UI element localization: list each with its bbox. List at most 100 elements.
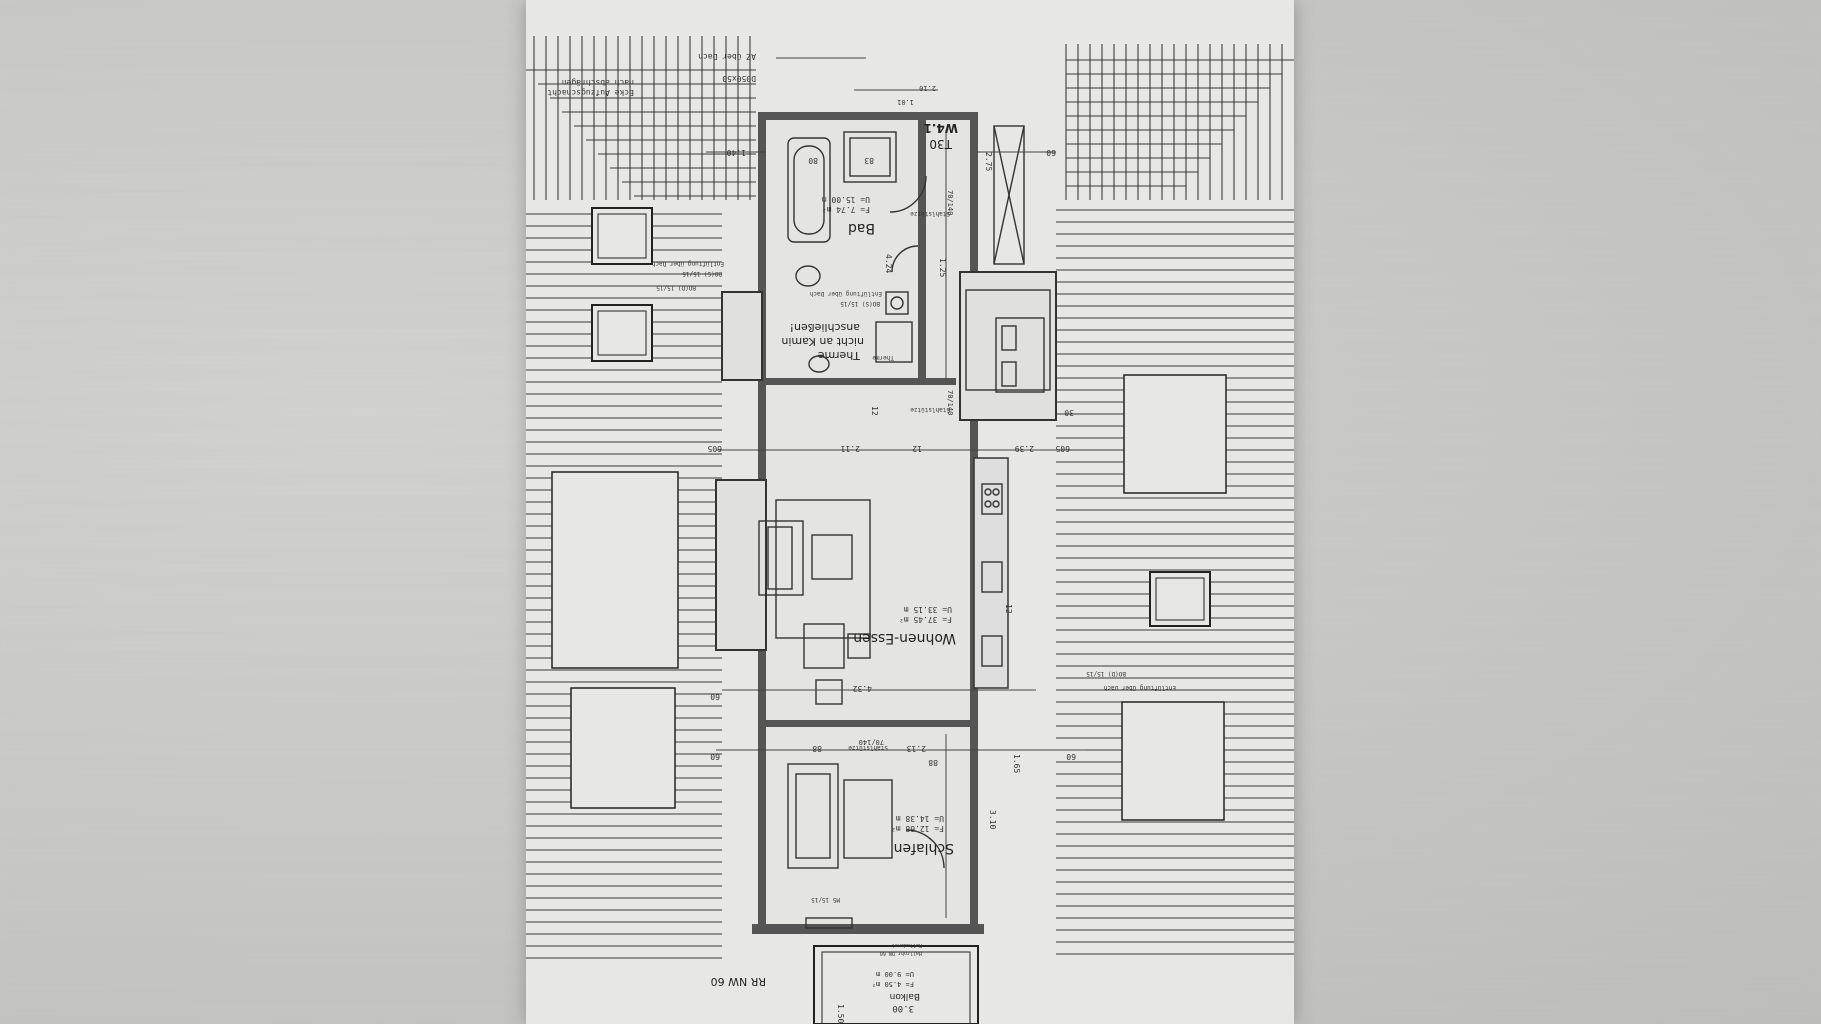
dim-29: M5 15/15 xyxy=(811,896,840,903)
wardrobe-inner xyxy=(795,773,831,859)
roof-windows xyxy=(551,207,1227,821)
note-aufzug-1: Ecke Aufzugschacht xyxy=(547,88,634,97)
wash-basin xyxy=(808,355,830,373)
dim-13: 605 xyxy=(707,444,722,453)
room-area-balkon: F= 4.50 m² xyxy=(872,980,914,988)
note-therme-3: anschließen! xyxy=(790,321,860,334)
room-name-bad: Bad xyxy=(848,220,875,236)
wall-bath-south xyxy=(766,378,956,385)
dim-27: BO(D) 15/15 xyxy=(656,284,696,291)
dim-28: BO(D) 15/15 xyxy=(1086,670,1126,677)
chimney xyxy=(885,291,909,315)
roof-window-frame xyxy=(597,213,647,259)
dim-21: 12 xyxy=(1004,604,1013,614)
dim-8: 70/140 xyxy=(946,190,954,215)
dim-34: 12 xyxy=(870,406,879,416)
door-swing-bedroom xyxy=(905,829,945,869)
note-w4: W4.1 xyxy=(924,121,959,135)
note-d050: D050x50 xyxy=(722,74,756,83)
dim-12: 2.39 xyxy=(1015,444,1034,453)
dim-7: 1.25 xyxy=(938,258,947,277)
bed-east xyxy=(995,317,1045,393)
bathtub-basin xyxy=(793,145,825,235)
dim-37: 60 xyxy=(1066,752,1076,761)
dining-table xyxy=(815,679,843,705)
dim-30: 2.10 xyxy=(919,84,936,92)
note-hw: Hallrohr DN 60 xyxy=(880,950,922,956)
roof-window xyxy=(591,304,653,362)
note-stahl-2: Stahlstütze xyxy=(910,406,950,413)
blurred-background-left xyxy=(0,0,520,1024)
roof-window-frame xyxy=(597,310,647,356)
wall-north xyxy=(758,112,978,120)
room-area-schlafen: F= 12.68 m² xyxy=(891,824,944,833)
apartment-outline xyxy=(715,112,1057,934)
roof-window xyxy=(1149,571,1211,627)
wall-bath-east xyxy=(918,120,926,382)
dim-23: 1.50 xyxy=(836,1004,845,1023)
dormer-bay-east xyxy=(959,271,1057,421)
dormer-bay-bath xyxy=(721,291,763,381)
bed xyxy=(843,779,893,859)
dim-31: 1.01 xyxy=(897,98,914,106)
room-area-wohnen: F= 37.45 m² xyxy=(899,615,952,624)
floor-plan-sheet: Bad F= 7.74 m² U= 15.00 m Wohnen-Essen F… xyxy=(526,0,1294,1024)
door-swing-bath xyxy=(889,175,927,213)
dim-9: 70/140 xyxy=(946,390,954,415)
chimney-flue xyxy=(890,296,904,310)
shower-inner xyxy=(849,137,891,177)
dormer-window-east xyxy=(965,289,1051,391)
dormer-area xyxy=(1121,701,1225,821)
balcony-slab xyxy=(813,945,979,1024)
dim-4: 2.75 xyxy=(984,152,993,171)
dim-2: 80 xyxy=(808,156,818,165)
room-name-balkon: Balkon xyxy=(890,991,920,1001)
dining-chair-small xyxy=(847,633,871,659)
room-name-wohnen: Wohnen-Essen xyxy=(853,630,956,646)
balcony xyxy=(813,945,979,1024)
fridge xyxy=(981,635,1003,667)
dimension-labels: 1.40 80 83 2.75 60 4.24 1.25 70/140 70/1… xyxy=(656,84,1126,1023)
dim-20: 88 xyxy=(928,758,938,767)
dormer-window-west xyxy=(775,499,871,639)
note-az: AZ über Dach xyxy=(698,52,756,61)
sofa-cushion xyxy=(767,526,793,590)
dim-3: 83 xyxy=(864,156,874,165)
wall-south xyxy=(752,924,984,934)
note-therme-1: Therme xyxy=(817,349,861,362)
dim-11: 12 xyxy=(912,444,922,453)
note-entl-2: Entlüftung über Dach xyxy=(809,290,882,297)
note-rr: RR NW 60 xyxy=(711,975,766,988)
stair-shaft xyxy=(993,125,1025,265)
dim-10: 2.11 xyxy=(841,444,860,453)
dim-26: BO(S) 15/15 xyxy=(840,300,880,307)
dim-15: 4.32 xyxy=(853,684,872,693)
dim-36: 60 xyxy=(710,752,720,761)
dim-16: 2.13 xyxy=(907,744,926,753)
toilet xyxy=(795,265,821,287)
sink xyxy=(981,561,1003,593)
dim-19: 3.10 xyxy=(988,810,997,829)
wall-bedroom-north xyxy=(766,720,970,727)
room-perimeter-schlafen: U= 14.38 m xyxy=(896,814,944,823)
door-swing-wc xyxy=(891,245,919,273)
balcony-door xyxy=(805,917,853,929)
dim-24: 70/140 xyxy=(859,738,884,746)
dim-35: 60 xyxy=(710,692,720,701)
wardrobe xyxy=(787,763,839,869)
note-aufzug-2: nach abschrägen xyxy=(562,78,634,87)
note-therme-small: Therme xyxy=(872,354,894,361)
dim-6: 4.24 xyxy=(884,254,893,273)
note-entl-3: Entlüftung über Dach xyxy=(1103,684,1176,691)
furniture xyxy=(758,125,1051,929)
labels: Bad F= 7.74 m² U= 15.00 m Wohnen-Essen F… xyxy=(547,52,1176,1013)
dim-22: 30 xyxy=(1064,408,1074,417)
dim-17: 88 xyxy=(812,744,822,753)
roof-window-frame xyxy=(1155,577,1205,621)
dimension-lines xyxy=(706,57,1086,918)
note-entl-1: Entlüftung über Dach xyxy=(651,260,724,267)
room-area-bad: F= 7.74 m² xyxy=(822,205,870,214)
note-roll: Rolladenst xyxy=(892,942,922,948)
therme-unit xyxy=(875,321,913,363)
roof-window xyxy=(591,207,653,265)
